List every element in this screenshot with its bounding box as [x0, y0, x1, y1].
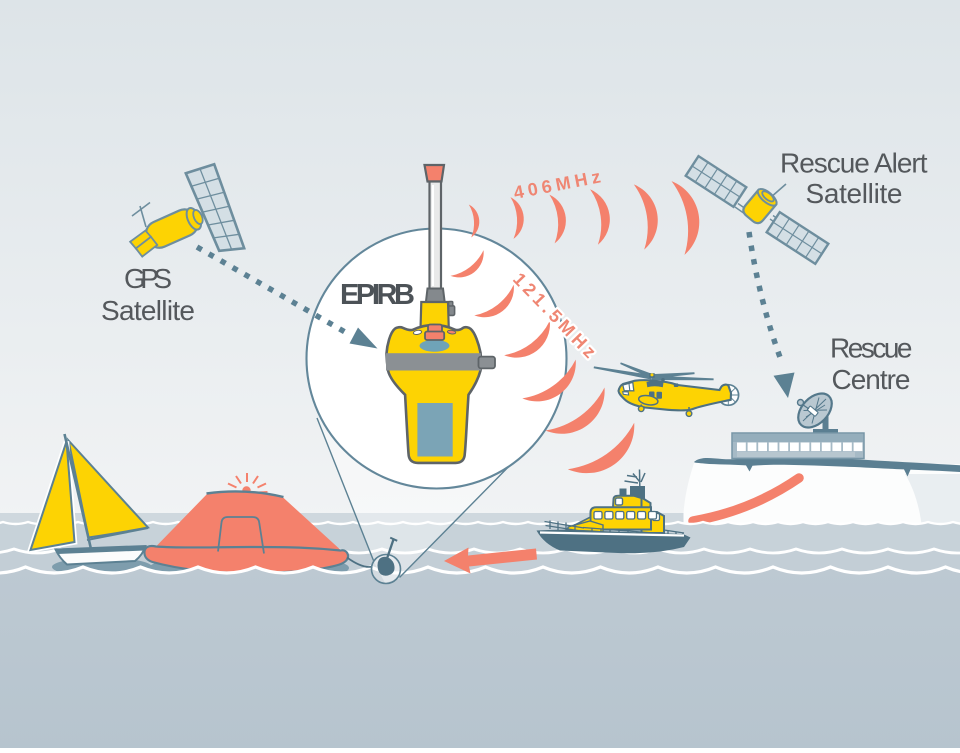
svg-text:GPS: GPS — [124, 263, 172, 294]
svg-text:EPIRB: EPIRB — [340, 279, 415, 311]
svg-text:Satellite: Satellite — [806, 178, 903, 209]
svg-text:Centre: Centre — [832, 364, 911, 395]
svg-text:Rescue: Rescue — [830, 333, 913, 364]
svg-text:Rescue Alert: Rescue Alert — [780, 148, 928, 179]
svg-text:Satellite: Satellite — [101, 295, 195, 326]
